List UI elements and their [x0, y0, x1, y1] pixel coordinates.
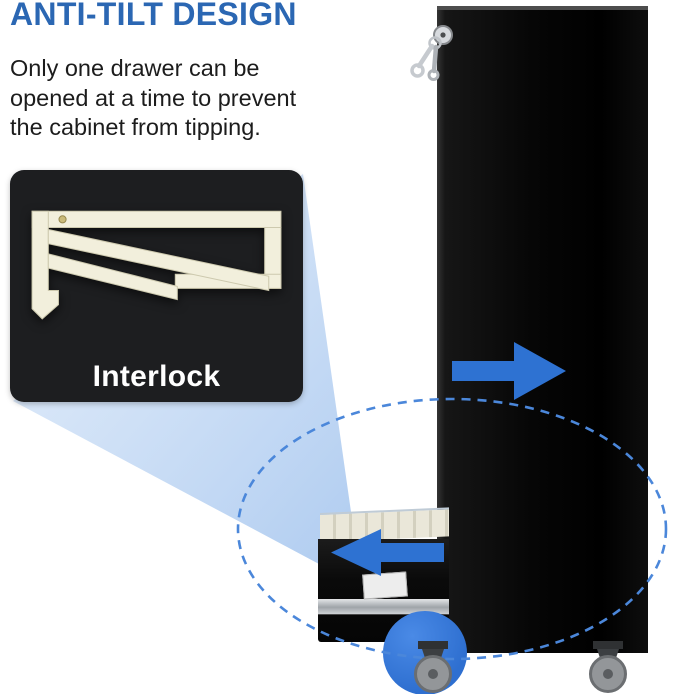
- description-line: Only one drawer can be: [10, 55, 260, 81]
- push-right-arrow-icon: [452, 342, 566, 400]
- description-line: the cabinet from tipping.: [10, 114, 261, 140]
- drawer-open-left-arrow-icon: [331, 529, 444, 576]
- screw-icon: [58, 215, 67, 224]
- caster-wheel-icon: [414, 641, 452, 693]
- interlock-label: Interlock: [92, 360, 221, 393]
- cabinet-image: [437, 6, 648, 653]
- lock-keys-icon: [410, 25, 453, 81]
- description-line: opened at a time to prevent: [10, 84, 297, 111]
- description-text: Only one drawer can be opened at a time …: [10, 54, 296, 143]
- page-title: ANTI-TILT DESIGN: [10, 0, 297, 32]
- interlock-part-image: [31, 210, 282, 320]
- caster-wheel-icon: [589, 641, 627, 693]
- interlock-inset: Interlock: [10, 170, 303, 402]
